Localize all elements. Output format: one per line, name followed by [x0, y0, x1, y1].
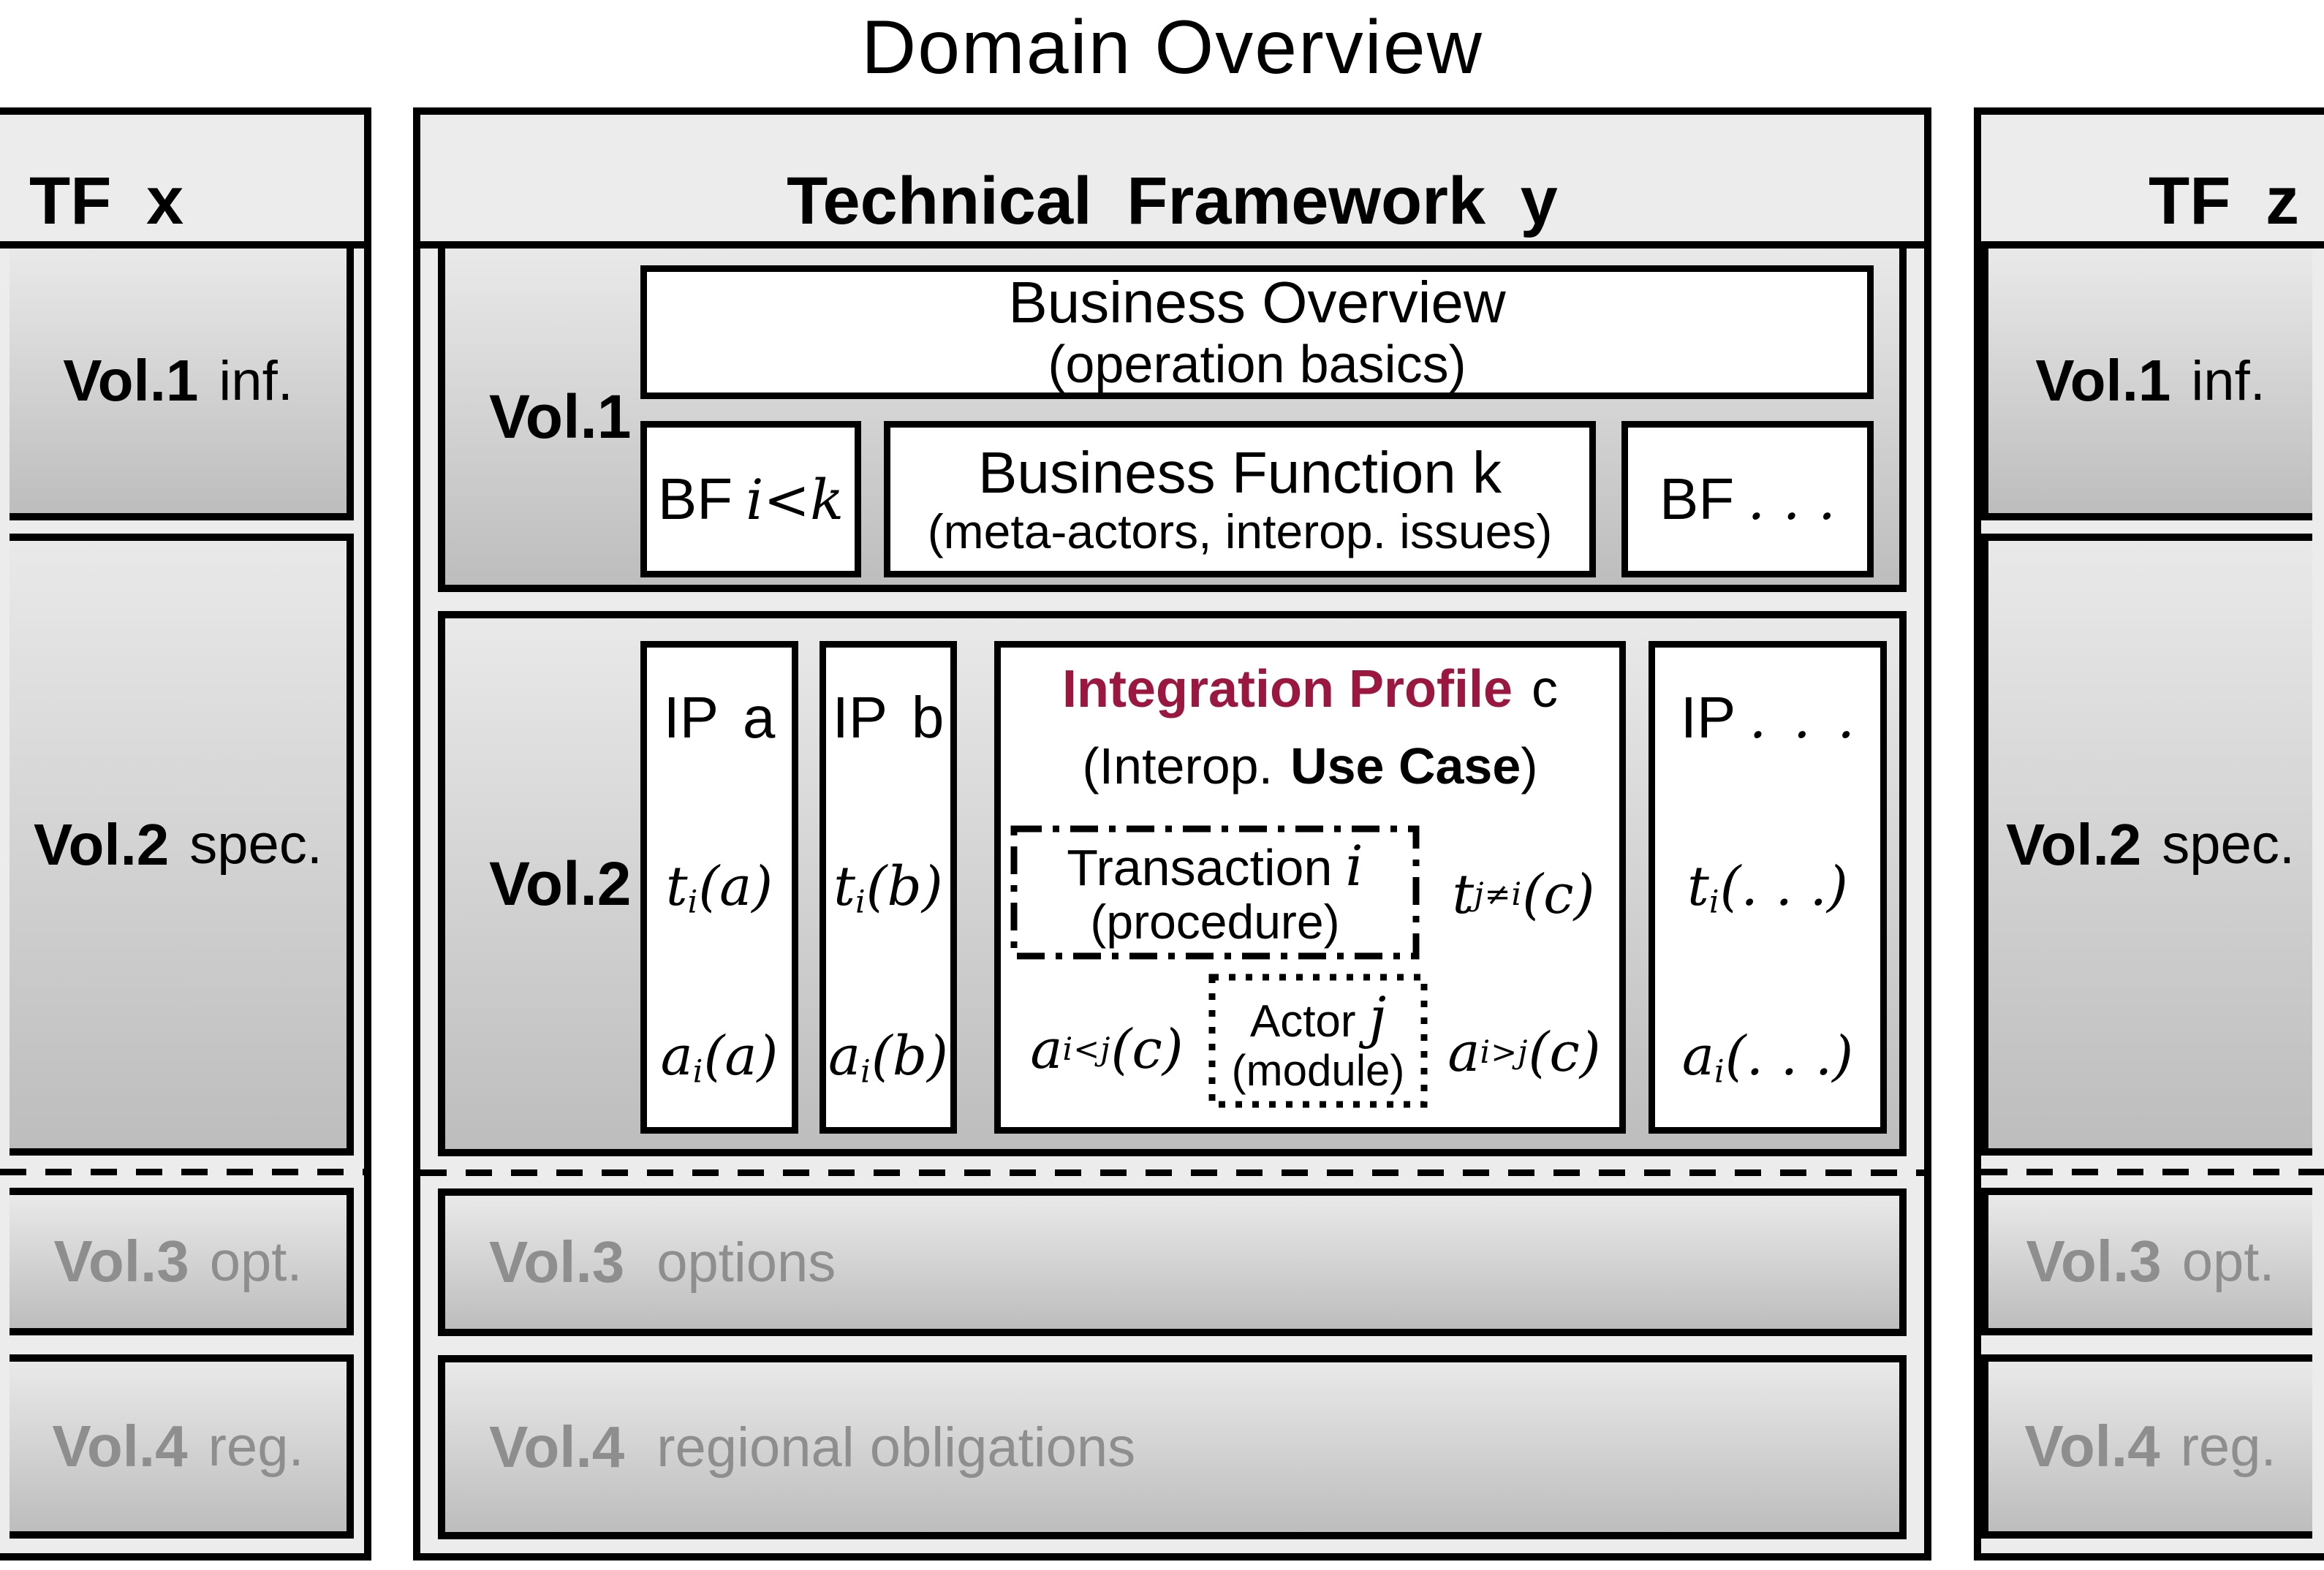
ip-b-actor-math: ai(b)	[828, 1025, 948, 1091]
dashed-separator-line	[1981, 1168, 2324, 1175]
tf-z-vol2-label: Vol.2	[2006, 811, 2142, 877]
panel-tf-z: TF z Vol.1 inf. Vol.2 spec. Vol.3 opt. V…	[1974, 107, 2324, 1560]
ip-a-transaction-math: ti(a)	[665, 855, 773, 921]
tf-z-vol1-box: Vol.1 inf.	[1981, 249, 2312, 520]
tf-z-vol3-suffix: opt.	[2181, 1230, 2275, 1293]
tf-x-vol1-suffix: inf.	[219, 349, 293, 412]
tf-x-header: TF x	[0, 115, 364, 249]
business-function-k-subtitle: (meta-actors, interop. issues)	[927, 504, 1553, 558]
tf-x-header-label: TF x	[29, 164, 184, 239]
tf-y-vol2-label: Vol.2	[489, 849, 632, 918]
tf-x-vol2-box: Vol.2 spec.	[10, 534, 354, 1156]
bf-prev-label: BF	[657, 466, 733, 531]
transaction-subtitle: (procedure)	[1090, 895, 1340, 949]
tf-y-header-label: Technical Framework y	[787, 164, 1558, 239]
tf-z-vol1-suffix: inf.	[2191, 349, 2266, 412]
panel-technical-framework-y: Technical Framework y Vol.1 Business Ove…	[413, 107, 1931, 1560]
ip-more-transaction-math: ti(. . .)	[1687, 855, 1848, 921]
tf-y-vol4-suffix: regional obligations	[656, 1416, 1136, 1479]
tf-x-vol3-suffix: opt.	[209, 1230, 303, 1293]
bf-next-math: . . .	[1747, 466, 1836, 532]
tf-y-separator-zone	[420, 1156, 1924, 1188]
ip-a-title: IP a	[663, 685, 776, 750]
actor-subtitle: (module)	[1231, 1045, 1405, 1095]
integration-profile-suffix: c	[1532, 660, 1559, 718]
tf-z-header: TF z	[1981, 115, 2324, 249]
tf-x-vol4-suffix: reg.	[208, 1415, 304, 1478]
tf-x-separator-zone	[0, 1156, 364, 1188]
business-function-k-title: Business Function k	[978, 439, 1502, 505]
tf-x-vol4-box: Vol.4 reg.	[10, 1354, 354, 1539]
dashed-separator-line	[420, 1169, 1924, 1176]
ip-more-title: IP. . .	[1680, 685, 1855, 751]
tf-y-vol2-section: Vol.2 IP a ti(a) ai(a) IP b ti(b) ai(b) …	[438, 611, 1907, 1156]
integration-profile-accent-text: Integration Profile	[1061, 660, 1513, 718]
tf-y-vol3-row: Vol.3 options	[438, 1188, 1907, 1336]
tf-y-vol3-suffix: options	[656, 1231, 836, 1294]
tf-z-vol3-label: Vol.3	[2026, 1229, 2162, 1294]
business-function-k-box: Business Function k (meta-actors, intero…	[884, 421, 1596, 577]
bf-next-label: BF	[1659, 466, 1735, 531]
business-overview-title: Business Overview	[1008, 270, 1506, 335]
tf-x-vol1-label: Vol.1	[63, 348, 199, 413]
interop-use-case-subtitle: (Interop.Use Case)	[1082, 737, 1538, 795]
tf-x-vol3-label: Vol.3	[53, 1229, 189, 1294]
business-overview-subtitle: (operation basics)	[1048, 335, 1466, 394]
ip-b-transaction-math: ti(b)	[833, 855, 943, 921]
tf-z-vol4-box: Vol.4 reg.	[1981, 1354, 2312, 1539]
ip-more-actor-math: ai(. . .)	[1681, 1025, 1854, 1091]
dashed-separator-line	[0, 1168, 364, 1175]
tf-x-vol1-box: Vol.1 inf.	[10, 249, 354, 520]
panel-tf-x: TF x Vol.1 inf. Vol.2 spec. Vol.3 opt. V…	[0, 107, 371, 1560]
tf-z-vol4-suffix: reg.	[2180, 1415, 2276, 1478]
business-function-prev-box: BF i<k	[640, 421, 861, 577]
ip-a-column: IP a ti(a) ai(a)	[640, 641, 798, 1134]
business-function-row: BF i<k Business Function k (meta-actors,…	[640, 421, 1874, 577]
bf-prev-math: i<k	[746, 466, 844, 532]
tf-z-header-label: TF z	[2149, 164, 2299, 239]
tf-x-vol3-box: Vol.3 opt.	[10, 1188, 354, 1335]
tf-z-vol3-box: Vol.3 opt.	[1981, 1188, 2312, 1335]
dotted-border	[1208, 974, 1428, 1108]
ip-b-title: IP b	[832, 685, 945, 750]
business-function-next-box: BF . . .	[1621, 421, 1874, 577]
tf-z-vol2-suffix: spec.	[2162, 814, 2295, 876]
tf-z-separator-zone	[1981, 1156, 2324, 1188]
ip-a-actor-math: ai(a)	[660, 1025, 779, 1091]
tf-y-header: Technical Framework y	[420, 115, 1924, 249]
tf-x-vol2-label: Vol.2	[34, 811, 170, 877]
integration-profile-c-title: Integration Profile c	[1001, 659, 1619, 719]
tf-y-vol4-row: Vol.4 regional obligations	[438, 1355, 1907, 1539]
tf-z-vol4-label: Vol.4	[2024, 1414, 2160, 1479]
ip-b-column: IP b ti(b) ai(b)	[820, 641, 957, 1134]
tf-y-vol1-section: Vol.1 Business Overview (operation basic…	[438, 249, 1907, 592]
tf-y-vol4-label: Vol.4	[489, 1414, 625, 1479]
tf-y-vol1-content: Business Overview (operation basics) BF …	[640, 249, 1874, 577]
ip-more-column: IP. . . ti(. . .) ai(. . .)	[1649, 641, 1887, 1134]
tf-z-vol1-label: Vol.1	[2035, 348, 2171, 413]
dash-dot-border	[1010, 825, 1420, 960]
diagram-title: Domain Overview	[861, 5, 1483, 90]
tf-z-vol2-box: Vol.2 spec.	[1981, 534, 2312, 1156]
tf-x-vol2-suffix: spec.	[189, 814, 322, 876]
integration-profile-columns: IP a ti(a) ai(a) IP b ti(b) ai(b) Integr…	[640, 641, 1887, 1134]
tf-x-vol4-label: Vol.4	[52, 1414, 188, 1479]
tf-y-vol1-label: Vol.1	[489, 382, 632, 451]
business-overview-box: Business Overview (operation basics)	[640, 265, 1874, 399]
tf-y-vol3-label: Vol.3	[489, 1229, 625, 1294]
